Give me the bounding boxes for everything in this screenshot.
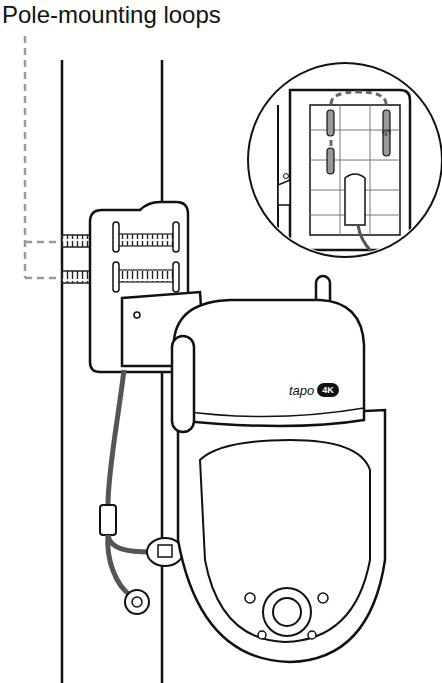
brand-logo: tapo [289,384,314,397]
callout-label: Pole-mounting loops [2,3,221,27]
resolution-badge: 4K [322,386,334,395]
